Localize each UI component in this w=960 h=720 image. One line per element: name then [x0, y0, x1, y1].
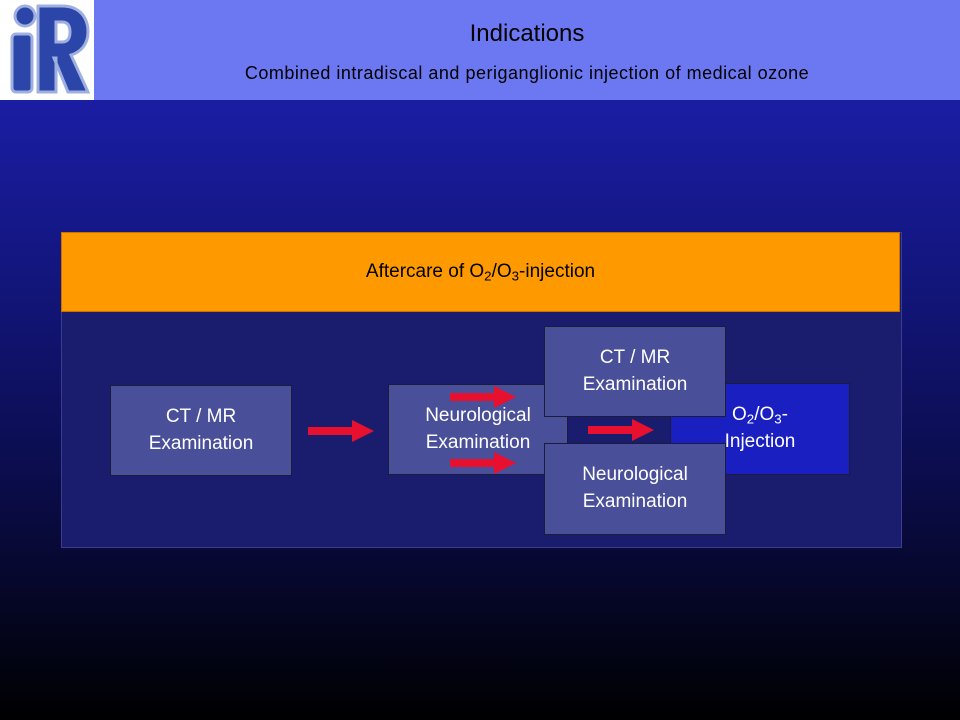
aftercare-label: Aftercare of O2/O3-injection — [365, 260, 596, 284]
box-label-line1: CT / MR — [599, 346, 671, 368]
box-label-line1: CT / MR — [165, 405, 237, 427]
arrow-right-icon — [450, 452, 516, 474]
ir-logo — [0, 0, 94, 100]
box-label-line2: Injection — [724, 431, 796, 453]
box-label-line1: O2/O3- — [732, 404, 788, 427]
arrow-right-icon — [588, 419, 654, 441]
aftercare-banner: Aftercare of O2/O3-injection — [61, 232, 900, 312]
box-label-line2: Examination — [582, 491, 688, 512]
ct-mr-examination-box: CT / MR Examination — [544, 326, 726, 417]
box-label-line2: Examination — [425, 431, 531, 453]
page-title: Indications — [469, 20, 585, 47]
box-label-line1: Neurological — [425, 404, 531, 426]
header-bar: Indications Combined intradiscal and per… — [0, 0, 960, 100]
neurological-examination-box: Neurological Examination — [544, 443, 726, 535]
box-label-line2: Examination — [582, 373, 688, 395]
arrow-right-icon — [450, 386, 516, 408]
page-subtitle: Combined intradiscal and periganglionic … — [244, 63, 810, 83]
box-label-line1: Neurological — [582, 464, 688, 486]
arrow-right-icon — [308, 420, 374, 442]
ct-mr-examination-box: CT / MR Examination — [110, 385, 292, 476]
box-label-line2: Examination — [148, 432, 254, 454]
ir-logo-graphic — [10, 4, 91, 94]
